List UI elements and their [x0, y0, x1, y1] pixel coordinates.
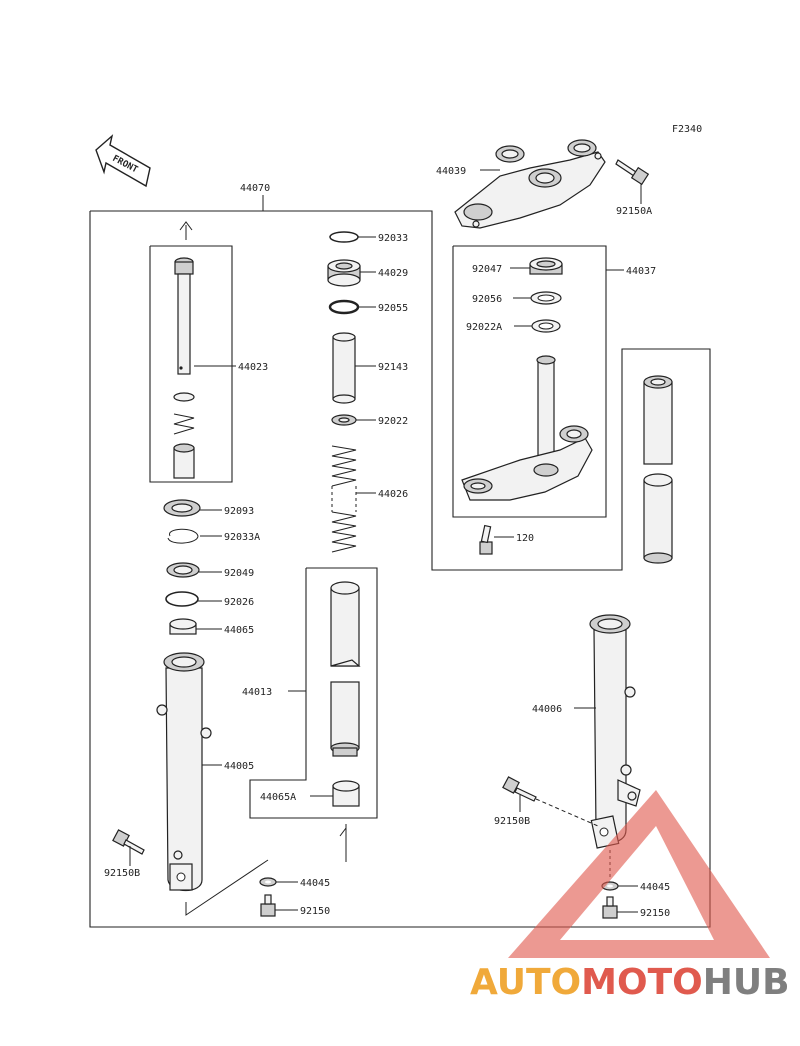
watermark-text: AUTOMOTOHUB	[470, 962, 790, 1003]
spring-44026	[331, 445, 357, 553]
cylinder-44023	[173, 257, 195, 479]
label-92150-right: 92150	[640, 908, 670, 919]
front-arrow-icon: FRONT	[95, 134, 151, 188]
bolt-92150-left	[260, 894, 276, 917]
bearing-92047	[529, 257, 563, 275]
label-92093: 92093	[224, 506, 254, 517]
washer-92022	[331, 414, 357, 426]
label-92022A: 92022A	[466, 322, 502, 333]
steering-stem	[461, 355, 593, 501]
oil-seal-92093	[163, 499, 201, 517]
label-92026: 92026	[224, 597, 254, 608]
inner-tube-44013	[330, 581, 361, 757]
bolt-92150a	[615, 159, 650, 186]
label-92150-left: 92150	[300, 906, 330, 917]
circlip-92033	[329, 231, 359, 243]
bolt-92150b-left	[112, 829, 145, 855]
diagram-code: F2340	[672, 124, 702, 135]
cap-44029	[327, 259, 361, 287]
label-92047: 92047	[472, 264, 502, 275]
inner-tube-box	[249, 567, 378, 819]
watermark-auto: AUTO	[470, 962, 581, 1003]
washer-92022A	[531, 319, 561, 333]
label-92055: 92055	[378, 303, 408, 314]
label-92150B-left: 92150B	[104, 868, 140, 879]
watermark-moto: MOTO	[581, 962, 703, 1003]
bushing-44065	[169, 618, 197, 635]
label-92150A: 92150A	[616, 206, 652, 217]
label-92022: 92022	[378, 416, 408, 427]
label-120: 120	[516, 533, 534, 544]
label-44045-left: 44045	[300, 878, 330, 889]
bolt-120	[479, 524, 493, 555]
label-44005: 44005	[224, 761, 254, 772]
oring-92055	[328, 299, 360, 315]
collar-92143	[332, 332, 356, 404]
label-44013: 44013	[242, 687, 272, 698]
cylinder-box	[149, 245, 233, 483]
label-44045-right: 44045	[640, 882, 670, 893]
watermark-triangle-icon	[508, 790, 770, 958]
label-92033: 92033	[378, 233, 408, 244]
watermark-logo	[508, 790, 770, 958]
clip-92033A	[167, 528, 199, 544]
label-44029: 44029	[378, 268, 408, 279]
label-92150B-right: 92150B	[494, 816, 530, 827]
washer-92056	[530, 291, 562, 305]
label-44037: 44037	[626, 266, 656, 277]
bushing-44065A	[332, 780, 360, 807]
bolt-92150b-right	[502, 776, 537, 802]
upper-bracket	[454, 139, 606, 229]
label-44026: 44026	[378, 489, 408, 500]
watermark-hub: HUB	[703, 962, 790, 1003]
label-92056: 92056	[472, 294, 502, 305]
label-92143: 92143	[378, 362, 408, 373]
label-44070: 44070	[240, 183, 270, 194]
right-inner-tube	[643, 375, 673, 564]
outer-tube-44006	[589, 614, 641, 849]
washer-92026	[165, 591, 199, 607]
label-44006: 44006	[532, 704, 562, 715]
label-44023: 44023	[238, 362, 268, 373]
bolt-92150-right	[602, 896, 618, 919]
label-92049: 92049	[224, 568, 254, 579]
label-44065A: 44065A	[260, 792, 296, 803]
label-92033A: 92033A	[224, 532, 260, 543]
label-44039: 44039	[436, 166, 466, 177]
seal-92049	[166, 562, 200, 578]
stem-box	[452, 245, 607, 518]
assembly-outline	[89, 210, 711, 928]
outer-tube-44005	[156, 652, 212, 892]
washer-44045-left	[259, 877, 277, 887]
label-44065: 44065	[224, 625, 254, 636]
